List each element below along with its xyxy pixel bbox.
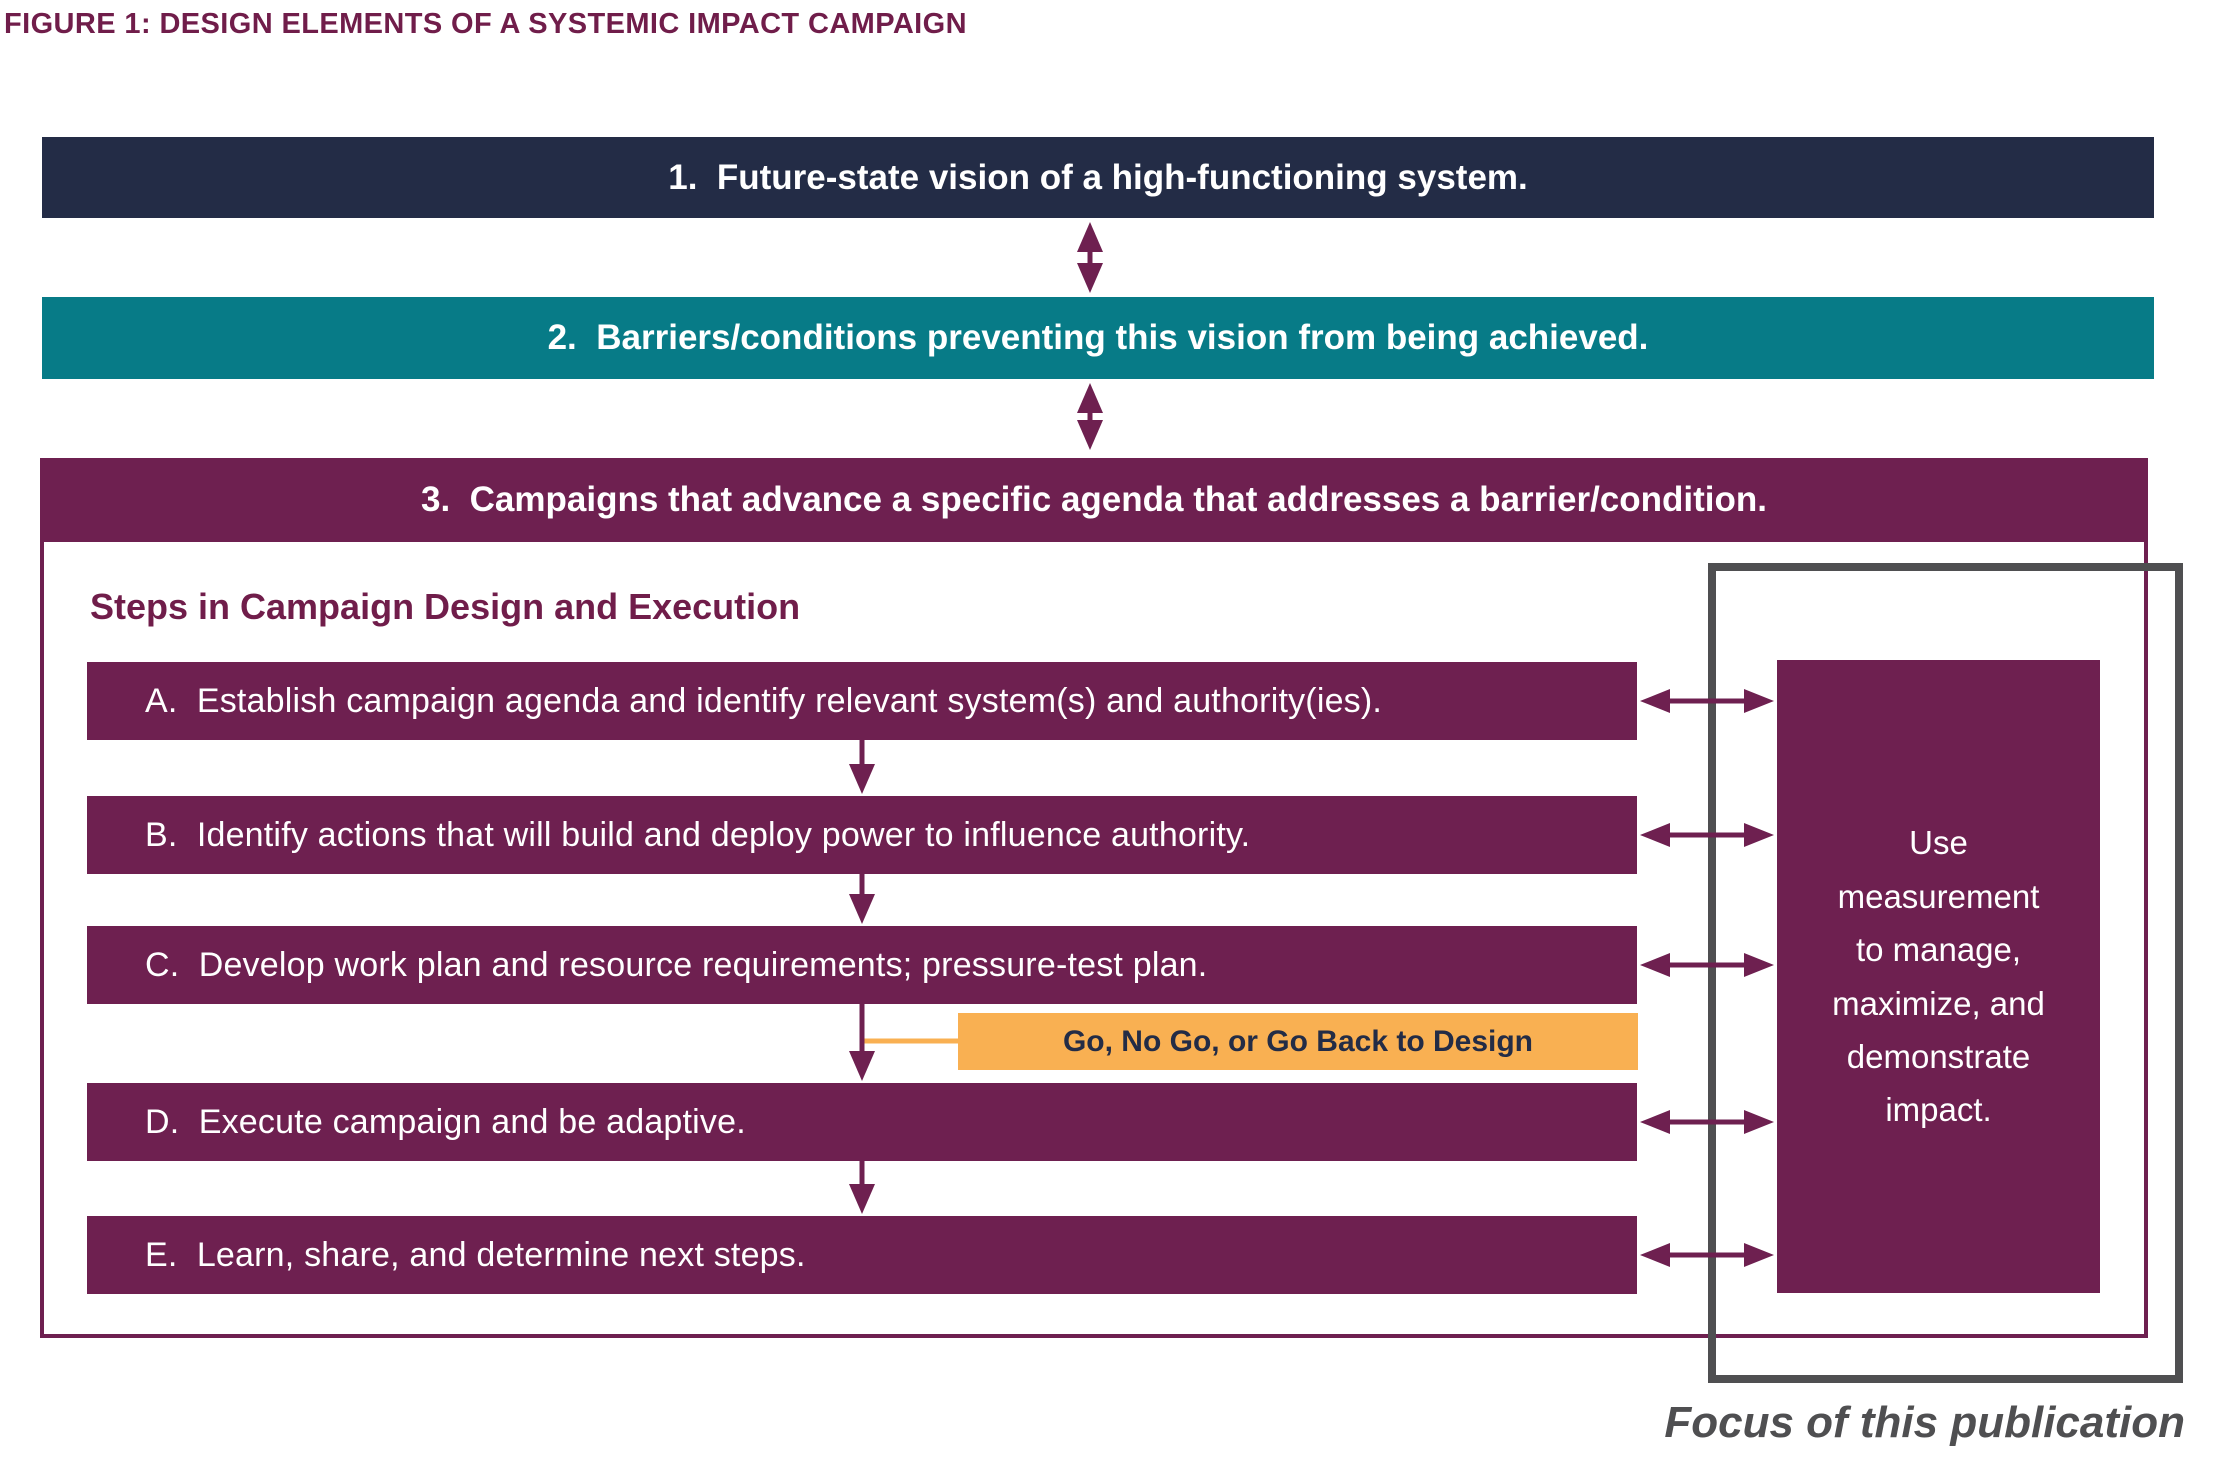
step-d-bar: D. Execute campaign and be adaptive. (87, 1083, 1637, 1161)
focus-caption: Focus of this publication (1664, 1398, 2185, 1447)
level-3-bar: 3. Campaigns that advance a specific age… (40, 458, 2148, 542)
steps-heading: Steps in Campaign Design and Execution (90, 586, 801, 627)
step-b-bar: B. Identify actions that will build and … (87, 796, 1637, 874)
step-c-bar: C. Develop work plan and resource requir… (87, 926, 1637, 1004)
level-1-bar: 1. Future-state vision of a high-functio… (42, 137, 2154, 218)
measurement-label: Use measurement to manage, maximize, and… (1832, 824, 2045, 1129)
step-b-label: B. Identify actions that will build and … (145, 815, 1251, 854)
step-a-label: A. Establish campaign agenda and identif… (145, 681, 1383, 720)
double-arrow-vertical-2-icon (1077, 383, 1103, 450)
double-arrow-vertical-1-icon (1077, 222, 1103, 293)
step-e-label: E. Learn, share, and determine next step… (145, 1235, 806, 1274)
level-2-bar: 2. Barriers/conditions preventing this v… (42, 297, 2154, 379)
focus-frame (1708, 563, 2183, 1383)
decision-label-box: Go, No Go, or Go Back to Design (958, 1013, 1638, 1070)
decision-label: Go, No Go, or Go Back to Design (1062, 1024, 1534, 1058)
figure-title: FIGURE 1: DESIGN ELEMENTS OF A SYSTEMIC … (4, 8, 967, 40)
step-c-label: C. Develop work plan and resource requir… (145, 945, 1208, 984)
step-a-bar: A. Establish campaign agenda and identif… (87, 662, 1637, 740)
level-2-label: 2. Barriers/conditions preventing this v… (547, 318, 1649, 357)
step-e-bar: E. Learn, share, and determine next step… (87, 1216, 1637, 1294)
measurement-box: Use measurement to manage, maximize, and… (1777, 660, 2100, 1293)
level-1-label: 1. Future-state vision of a high-functio… (668, 157, 1528, 197)
step-d-label: D. Execute campaign and be adaptive. (145, 1102, 746, 1141)
level-3-label: 3. Campaigns that advance a specific age… (421, 480, 1767, 519)
